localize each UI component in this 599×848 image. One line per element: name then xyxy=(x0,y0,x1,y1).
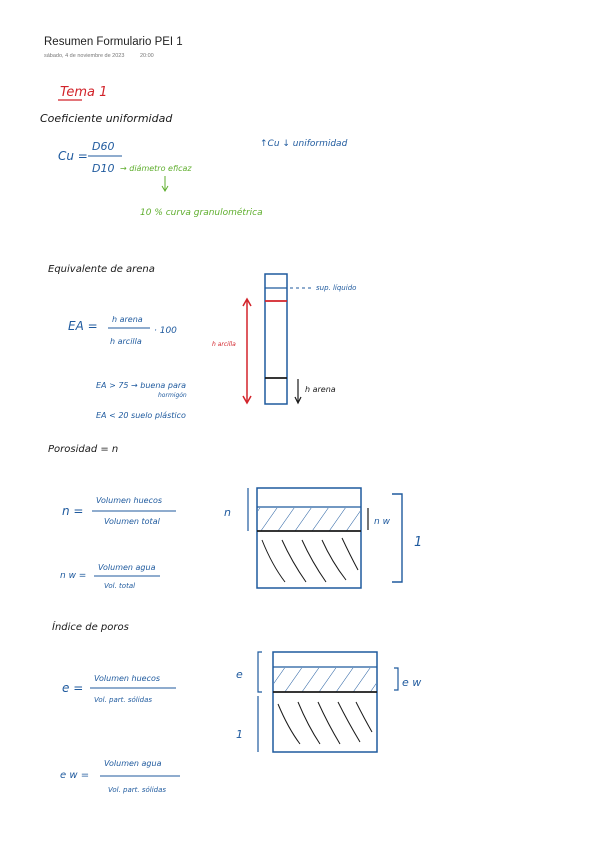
page-title: Resumen Formulario PEI 1 xyxy=(44,36,183,48)
ew-numerator: Volumen agua xyxy=(104,759,162,768)
e-denominator: Vol. part. sólidas xyxy=(94,696,152,704)
ind-heading: Índice de poros xyxy=(52,620,129,633)
ea-harcilla-label: h arcilla xyxy=(212,341,236,348)
ea-harena-label: h arena xyxy=(305,385,336,394)
n-denominator: Volumen total xyxy=(104,517,161,526)
por-air-layer xyxy=(258,489,360,507)
time-text: 20:00 xyxy=(139,53,154,59)
por-heading: Porosidad = n xyxy=(48,444,118,455)
ea-note1: EA > 75 → buena para xyxy=(96,381,186,390)
cu-down-arrow-head xyxy=(161,185,169,192)
ea-heading: Equivalente de arena xyxy=(48,264,155,275)
cu-arrow-note: → diámetro eficaz xyxy=(120,164,192,173)
ea-numerator: h arena xyxy=(112,315,143,324)
ew-lhs: e w = xyxy=(60,770,89,781)
ind-one-label: 1 xyxy=(236,728,243,741)
por-nw-label: n w xyxy=(374,517,391,527)
ea-note1b: hormigón xyxy=(158,392,187,399)
ea-note2: EA < 20 suelo plástico xyxy=(96,411,186,420)
ind-e-label: e xyxy=(236,668,243,681)
cu-lhs: Cu = xyxy=(58,149,88,163)
ind-solid-strokes xyxy=(277,701,373,745)
tema-heading: Tema 1 xyxy=(60,85,107,100)
por-water-layer xyxy=(258,508,360,531)
ind-water-layer xyxy=(274,668,376,692)
ew-denominator: Vol. part. sólidas xyxy=(108,786,166,794)
ind-ew-label: e w xyxy=(402,676,421,689)
ea-harena-arrow-head xyxy=(294,396,302,405)
nw-denominator: Vol. total xyxy=(104,582,135,590)
ea-denominator: h arcilla xyxy=(110,337,142,346)
cu-denominator: D10 xyxy=(92,162,114,175)
nw-lhs: n w = xyxy=(60,571,86,581)
n-numerator: Volumen huecos xyxy=(96,496,162,505)
ea-harcilla-arrow-top xyxy=(242,297,252,307)
date-text: sábado, 4 de noviembre de 2023 xyxy=(44,53,125,59)
page-date: sábado, 4 de noviembre de 2023 20:00 xyxy=(44,53,168,59)
ind-ew-bracket xyxy=(394,667,399,691)
por-box xyxy=(256,487,362,589)
ea-lhs: EA = xyxy=(68,319,98,333)
ea-harcilla-arrow-bottom xyxy=(242,395,252,405)
ea-multiplier: · 100 xyxy=(154,326,177,336)
ind-e-bracket xyxy=(257,651,262,693)
e-numerator: Volumen huecos xyxy=(94,674,160,683)
por-total-bracket xyxy=(392,493,403,583)
ind-box xyxy=(272,651,378,753)
n-lhs: n = xyxy=(62,504,83,518)
cu-heading: Coeficiente uniformidad xyxy=(40,112,173,125)
cu-right-note: ↑Cu ↓ uniformidad xyxy=(260,139,348,149)
ea-cylinder xyxy=(264,273,288,405)
nw-numerator: Volumen agua xyxy=(98,563,156,572)
por-one-label: 1 xyxy=(414,535,422,550)
e-lhs: e = xyxy=(62,681,83,695)
por-solid-strokes xyxy=(261,537,359,583)
ea-sup-label: sup. líquido xyxy=(316,284,356,292)
cu-note2: 10 % curva granulométrica xyxy=(140,207,263,218)
cu-numerator: D60 xyxy=(92,140,114,153)
por-n-label: n xyxy=(224,506,231,519)
